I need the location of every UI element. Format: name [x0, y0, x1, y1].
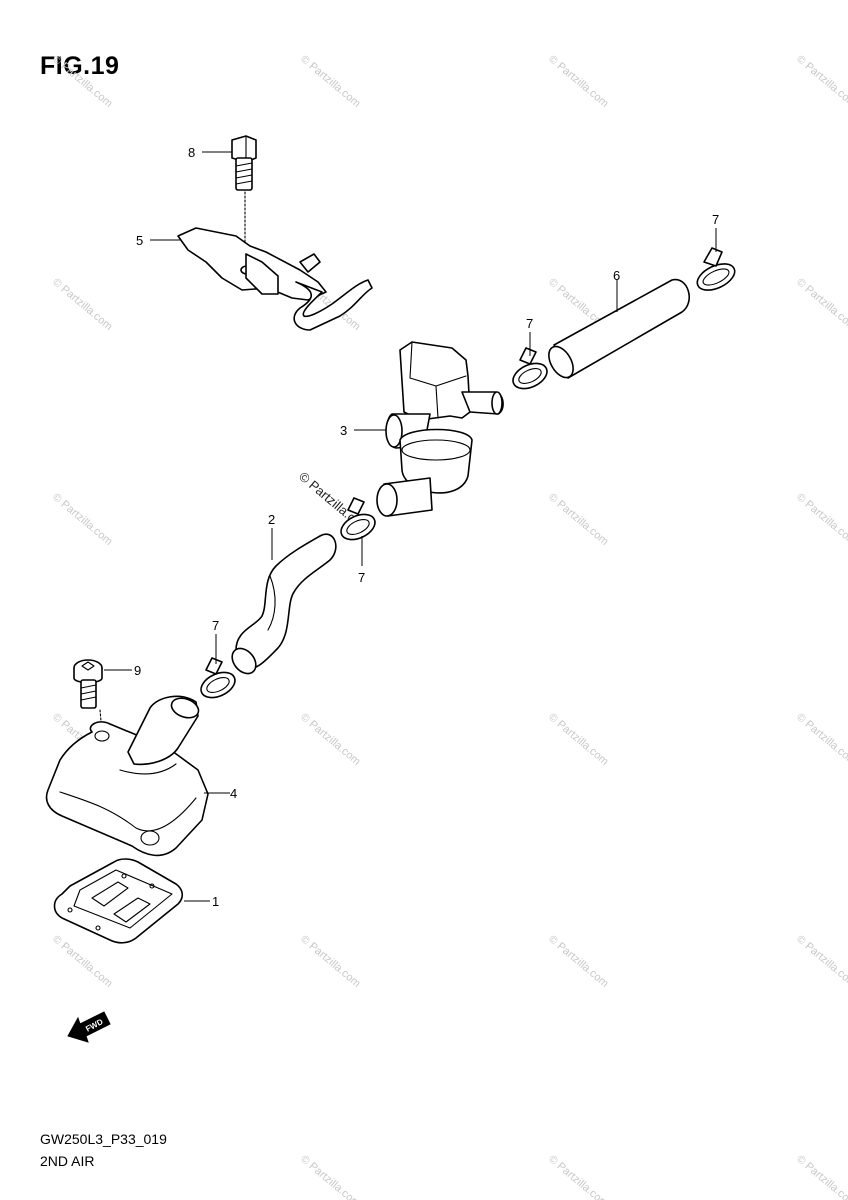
callout-7: 7	[526, 316, 533, 331]
watermark-text: © Partzilla.com	[298, 1153, 362, 1200]
watermark-text: © Partzilla.com	[50, 491, 114, 548]
part-7-clamp	[200, 657, 236, 699]
watermark-text: © Partzilla.com	[298, 711, 362, 768]
watermark-text: © Partzilla.com	[546, 53, 610, 110]
callouts: 1 2 3 4 5 6 7 7 7 7 8 9	[134, 145, 719, 909]
part-5-bracket	[177, 227, 373, 331]
part-8-bolt	[231, 135, 257, 263]
watermark-text: © Partzilla.com	[546, 1153, 610, 1200]
callout-7: 7	[358, 570, 365, 585]
watermark-text: © Partzilla.com	[50, 53, 114, 110]
callout-6: 6	[613, 268, 620, 283]
callout-1: 1	[212, 894, 219, 909]
diagram-subtitle: 2ND AIR	[40, 1153, 95, 1169]
watermark-text: © Partzilla.com	[794, 276, 848, 333]
watermark-layer: © Partzilla.com © Partzilla.com © Partzi…	[50, 53, 848, 1200]
part-6-hose	[548, 279, 691, 379]
watermark-text: © Partzilla.com	[546, 711, 610, 768]
watermark-text: © Partzilla.com	[794, 711, 848, 768]
watermark-text: © Partzilla.com	[794, 53, 848, 110]
callout-7: 7	[212, 618, 219, 633]
watermark-text: © Partzilla.com	[298, 53, 362, 110]
part-4-cover	[45, 695, 209, 857]
part-3-valve	[376, 341, 504, 517]
callout-2: 2	[268, 512, 275, 527]
watermark-text: © Partzilla.com	[50, 276, 114, 333]
callout-9: 9	[134, 663, 141, 678]
part-1-reed-valve	[53, 858, 184, 944]
callout-7: 7	[712, 212, 719, 227]
part-2-bent-hose	[231, 533, 337, 675]
callout-4: 4	[230, 786, 237, 801]
watermark-text: © Partzilla.com	[546, 933, 610, 990]
part-7-clamp	[340, 497, 376, 541]
watermark-text: © Partzilla.com	[298, 933, 362, 990]
watermark-text: © Partzilla.com	[50, 933, 114, 990]
watermark-text: © Partzilla.com	[794, 1153, 848, 1200]
diagram-code: GW250L3_P33_019	[40, 1131, 167, 1147]
callout-8: 8	[188, 145, 195, 160]
leader-lines	[104, 151, 717, 902]
figure-title: FIG.19	[40, 52, 120, 80]
fwd-arrow-icon: FWD	[67, 1011, 111, 1043]
callout-3: 3	[340, 423, 347, 438]
watermark-text: © Partzilla.com	[794, 933, 848, 990]
watermark-text: © Partzilla.com	[546, 491, 610, 548]
callout-5: 5	[136, 233, 143, 248]
part-7-clamp	[512, 347, 548, 390]
watermark-text: © Partzilla.com	[794, 491, 848, 548]
part-9-screw	[73, 659, 103, 733]
part-7-clamp	[696, 247, 736, 291]
